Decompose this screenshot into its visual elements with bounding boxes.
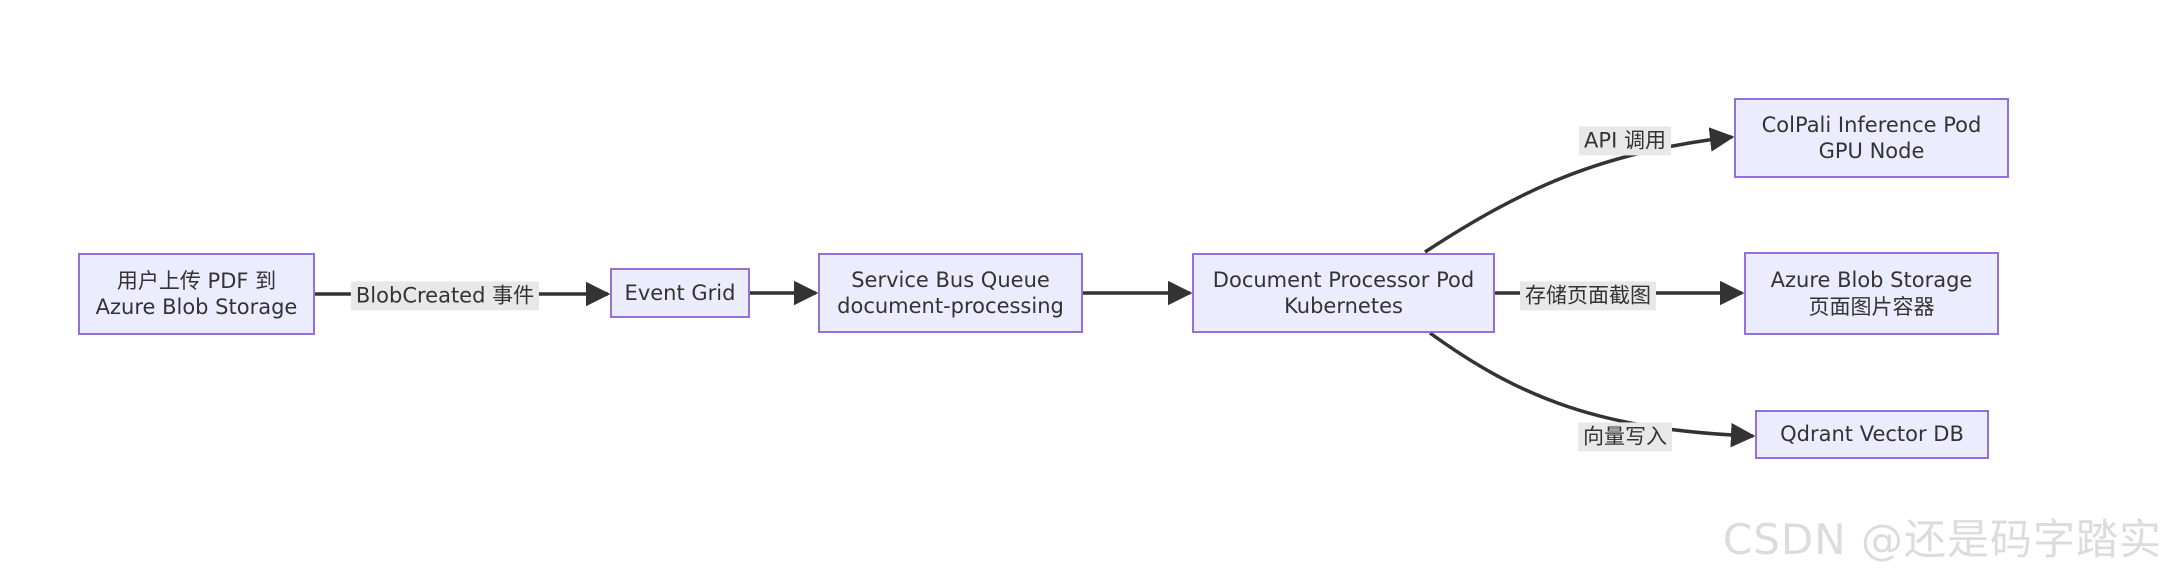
node-label-line: Azure Blob Storage: [95, 295, 298, 319]
node-label-line: Qdrant Vector DB: [1780, 422, 1964, 447]
watermark: CSDN @还是码字踏实: [1722, 515, 2162, 564]
node-label-line: 用户上传 PDF 到: [116, 268, 277, 293]
node-label-line: ColPali Inference Pod: [1761, 112, 1982, 137]
edge-label-api-call: API 调用: [1579, 126, 1671, 156]
node-colpali-inference: ColPali Inference Pod GPU Node: [1734, 98, 2009, 178]
edge-label-store-screenshots: 存储页面截图: [1520, 281, 1656, 311]
edge-processor-to-qdrant: [1428, 331, 1756, 448]
node-label-line: Kubernetes: [1284, 294, 1403, 318]
node-label-line: Service Bus Queue: [851, 267, 1050, 292]
node-label-line: 页面图片容器: [1808, 294, 1935, 319]
node-label-line: Document Processor Pod: [1212, 267, 1475, 292]
node-document-processor: Document Processor Pod Kubernetes: [1192, 253, 1495, 333]
edge-label-blobcreated-event: BlobCreated 事件: [350, 281, 540, 311]
edge-processor-to-colpali: [1424, 127, 1735, 254]
node-service-bus-queue: Service Bus Queue document-processing: [818, 253, 1083, 333]
node-label-line: Azure Blob Storage: [1770, 268, 1973, 293]
node-blob-storage-images: Azure Blob Storage 页面图片容器: [1744, 252, 1999, 335]
node-qdrant-vector-db: Qdrant Vector DB: [1755, 410, 1989, 459]
node-label-line: document-processing: [837, 294, 1064, 318]
edge-label-vector-write: 向量写入: [1578, 422, 1672, 452]
node-user-upload: 用户上传 PDF 到 Azure Blob Storage: [78, 253, 315, 335]
node-label-line: GPU Node: [1818, 139, 1925, 163]
node-event-grid: Event Grid: [610, 268, 750, 318]
node-label-line: Event Grid: [624, 280, 736, 305]
